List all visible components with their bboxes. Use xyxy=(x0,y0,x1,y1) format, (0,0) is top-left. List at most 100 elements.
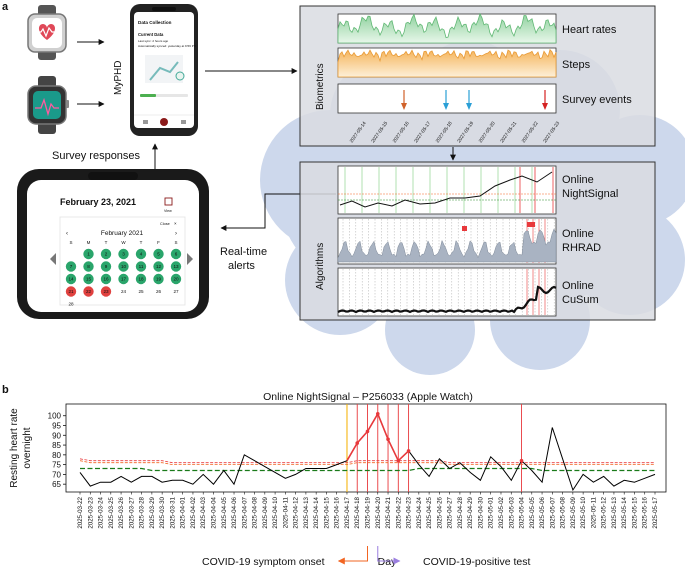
app-tab-icon-right[interactable] xyxy=(181,120,186,124)
svg-text:25: 25 xyxy=(138,289,144,294)
app-tab-icon-left[interactable] xyxy=(143,120,148,124)
algo-label-nightsignal-1: Online xyxy=(562,174,594,186)
x-tick-label: 2025-04-20 xyxy=(375,496,382,528)
calendar-day-27[interactable]: 27 xyxy=(173,289,179,294)
svg-text:24: 24 xyxy=(121,289,127,294)
calendar-day-15[interactable]: 15 xyxy=(83,273,94,285)
x-tick-label: 2025-03-26 xyxy=(118,496,125,528)
calendar-day-10[interactable]: 10 xyxy=(118,261,129,272)
calendar-day-2[interactable]: 2 xyxy=(100,248,112,260)
x-tick-label: 2025-05-03 xyxy=(508,496,515,528)
calendar-day-12[interactable]: 12 xyxy=(153,261,164,272)
calendar-day-18[interactable]: 18 xyxy=(135,273,147,285)
x-tick-label: 2025-05-15 xyxy=(632,496,639,528)
x-tick-label: 2025-05-10 xyxy=(580,496,587,528)
app-name-label: MyPHD xyxy=(113,61,124,95)
calendar-day-24[interactable]: 24 xyxy=(121,289,127,294)
svg-text:14: 14 xyxy=(68,277,74,282)
svg-text:15: 15 xyxy=(86,277,92,282)
calendar-day-5[interactable]: 5 xyxy=(153,248,164,260)
x-tick-label: 2025-03-25 xyxy=(108,496,115,528)
svg-text:17: 17 xyxy=(121,277,127,282)
calendar-left-arrow-icon[interactable] xyxy=(50,253,56,265)
calendar-day-23[interactable]: 23 xyxy=(100,286,112,297)
calendar-next-icon[interactable]: › xyxy=(175,231,177,237)
x-tick-label: 2025-04-14 xyxy=(313,496,320,528)
x-tick-label: 2025-04-06 xyxy=(231,496,238,528)
svg-text:26: 26 xyxy=(156,289,162,294)
calendar-day-1[interactable]: 1 xyxy=(83,248,94,260)
algo-label-rhrad-1: Online xyxy=(562,228,594,240)
steps-track xyxy=(337,47,557,78)
calendar-day-21[interactable]: 21 xyxy=(65,286,77,297)
calendar-day-25[interactable]: 25 xyxy=(138,289,144,294)
x-tick-label: 2025-04-28 xyxy=(457,496,464,528)
svg-text:8: 8 xyxy=(87,264,90,269)
calendar-day-8[interactable]: 8 xyxy=(83,261,94,272)
x-tick-label: 2025-05-04 xyxy=(519,496,526,528)
app-home-button[interactable] xyxy=(160,118,168,126)
threshold-series-2 xyxy=(79,460,655,466)
y-tick-label: 65 xyxy=(52,480,61,489)
x-axis-label: Day xyxy=(378,556,397,568)
symptom-onset-arrow xyxy=(337,546,368,565)
weekday-label: T xyxy=(105,240,108,245)
positive-test-arrow xyxy=(377,546,401,565)
calendar-prev-icon[interactable]: ‹ xyxy=(66,231,68,237)
x-tick-label: 2025-04-12 xyxy=(293,496,300,528)
weekday-label: M xyxy=(87,240,91,245)
x-tick-label: 2025-03-30 xyxy=(159,496,166,528)
realtime-alerts-label-1: Real-time xyxy=(220,246,267,258)
realtime-alerts-label-2: alerts xyxy=(228,260,255,272)
y-tick-label: 100 xyxy=(48,412,62,421)
svg-text:18: 18 xyxy=(138,277,144,282)
apple-watch-icon xyxy=(27,76,69,134)
calendar-day-28[interactable]: 28 xyxy=(68,302,74,307)
calendar-day-19[interactable]: 19 xyxy=(153,273,164,285)
calendar-day-4[interactable]: 4 xyxy=(135,248,147,260)
x-tick-label: 2025-04-11 xyxy=(282,496,289,528)
weekday-label: F xyxy=(157,240,160,245)
app-screen-subtitle: Current Data xyxy=(138,32,164,37)
calendar-day-11[interactable]: 11 xyxy=(135,261,147,272)
calendar-day-16[interactable]: 16 xyxy=(100,273,112,285)
alert-point xyxy=(406,449,411,453)
calendar-close[interactable]: Close xyxy=(160,222,170,226)
survey-event-arrowhead xyxy=(542,103,548,110)
x-tick-label: 2025-04-18 xyxy=(354,496,361,528)
calendar-day-17[interactable]: 17 xyxy=(118,273,129,285)
calendar-day-7[interactable]: 7 xyxy=(65,261,77,272)
heart-rates-track xyxy=(337,12,557,44)
x-tick-label: 2025-04-22 xyxy=(395,496,402,528)
app-screen-line1: Last sync: 2 hours ago xyxy=(138,39,169,43)
calendar-day-9[interactable]: 9 xyxy=(100,261,112,272)
svg-text:9: 9 xyxy=(105,264,108,269)
alert-point xyxy=(386,437,390,442)
app-screen-line2: Automatically synced: yesterday at 9:56 … xyxy=(138,44,197,48)
svg-text:12: 12 xyxy=(156,264,162,269)
y-axis-label-2: overnight xyxy=(22,427,33,468)
alert-point xyxy=(375,411,380,416)
x-tick-label: 2025-04-21 xyxy=(385,496,392,528)
calendar-month: February 2021 xyxy=(101,230,144,237)
calendar-day-3[interactable]: 3 xyxy=(118,248,129,260)
calendar-close-icon[interactable]: × xyxy=(174,221,177,226)
biometrics-label: Biometrics xyxy=(315,63,326,110)
algo-label-cusum-1: Online xyxy=(562,280,594,292)
positive-test-label: COVID-19-positive test xyxy=(423,556,530,568)
calendar-day-13[interactable]: 13 xyxy=(170,261,182,272)
calendar-day-26[interactable]: 26 xyxy=(156,289,162,294)
svg-text:2: 2 xyxy=(105,252,108,257)
x-tick-label: 2025-05-14 xyxy=(621,496,628,528)
algo-label-cusum-2: CuSum xyxy=(562,294,599,306)
y-tick-label: 75 xyxy=(52,461,61,470)
x-tick-label: 2025-04-08 xyxy=(252,496,259,528)
calendar-day-20[interactable]: 20 xyxy=(170,273,182,285)
calendar-day-22[interactable]: 22 xyxy=(83,286,94,297)
calendar-day-14[interactable]: 14 xyxy=(65,273,77,285)
svg-text:22: 22 xyxy=(86,289,92,294)
calendar-right-arrow-icon[interactable] xyxy=(187,253,193,265)
calendar-icon[interactable] xyxy=(164,197,173,206)
calendar-day-6[interactable]: 6 xyxy=(170,248,182,260)
